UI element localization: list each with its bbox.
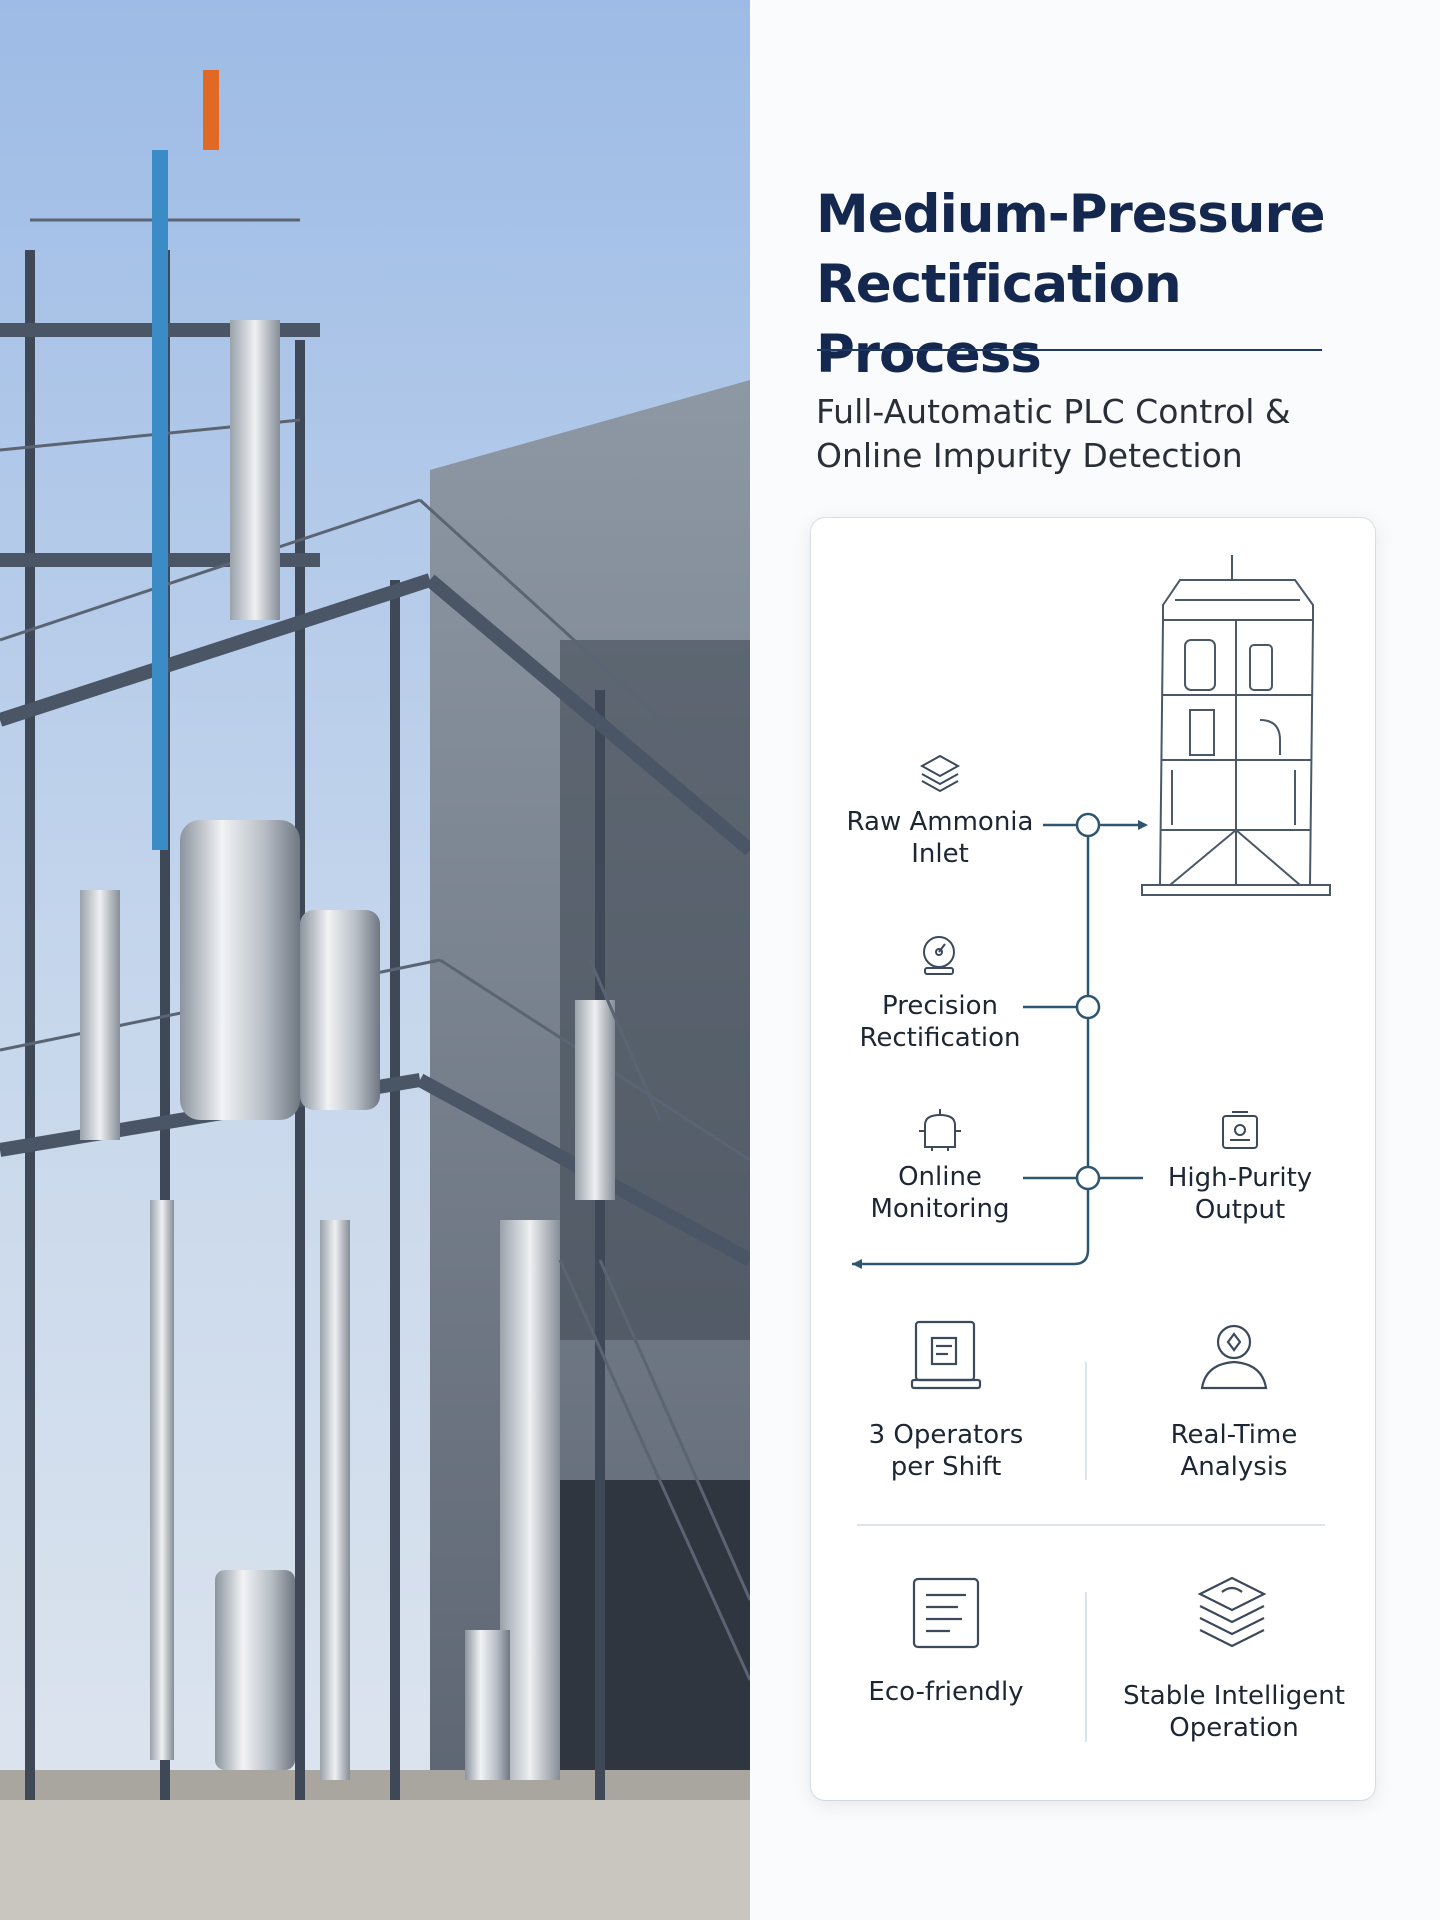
- feature-label-eco: Eco-friendly: [868, 1677, 1024, 1707]
- title-line-1: Medium-Pressure: [816, 184, 1326, 245]
- step-label-rectification: Precision Rectification: [859, 991, 1021, 1053]
- feature-label-analysis: Real-Time Analysis: [1170, 1420, 1298, 1482]
- operator-icon: [1196, 1318, 1272, 1394]
- tank-icon: [915, 1105, 965, 1153]
- page-title: Medium-Pressure Rectification Process: [816, 180, 1416, 390]
- plant-photo: [0, 0, 750, 1920]
- stacked-cycle-icon: [1192, 1572, 1272, 1652]
- step-label-inlet: Raw Ammonia Inlet: [846, 807, 1034, 869]
- subtitle-line-1: Full-Automatic PLC Control &: [816, 392, 1291, 431]
- subtitle-line-2: Online Impurity Detection: [816, 436, 1243, 475]
- control-panel-icon: [908, 1318, 984, 1394]
- page-subtitle: Full-Automatic PLC Control & Online Impu…: [816, 390, 1336, 478]
- layers-icon: [916, 750, 964, 798]
- feature-label-operators: 3 Operators per Shift: [868, 1420, 1024, 1482]
- title-divider: [817, 349, 1322, 351]
- gauge-icon: [915, 930, 963, 978]
- document-icon: [908, 1575, 984, 1651]
- container-icon: [1218, 1108, 1262, 1152]
- step-label-output: High-Purity Output: [1167, 1163, 1313, 1225]
- title-line-2: Rectification Process: [816, 254, 1182, 385]
- feature-label-stable: Stable Intelligent Operation: [1123, 1681, 1345, 1743]
- process-card: [811, 518, 1375, 1800]
- step-label-monitoring: Online Monitoring: [870, 1162, 1010, 1224]
